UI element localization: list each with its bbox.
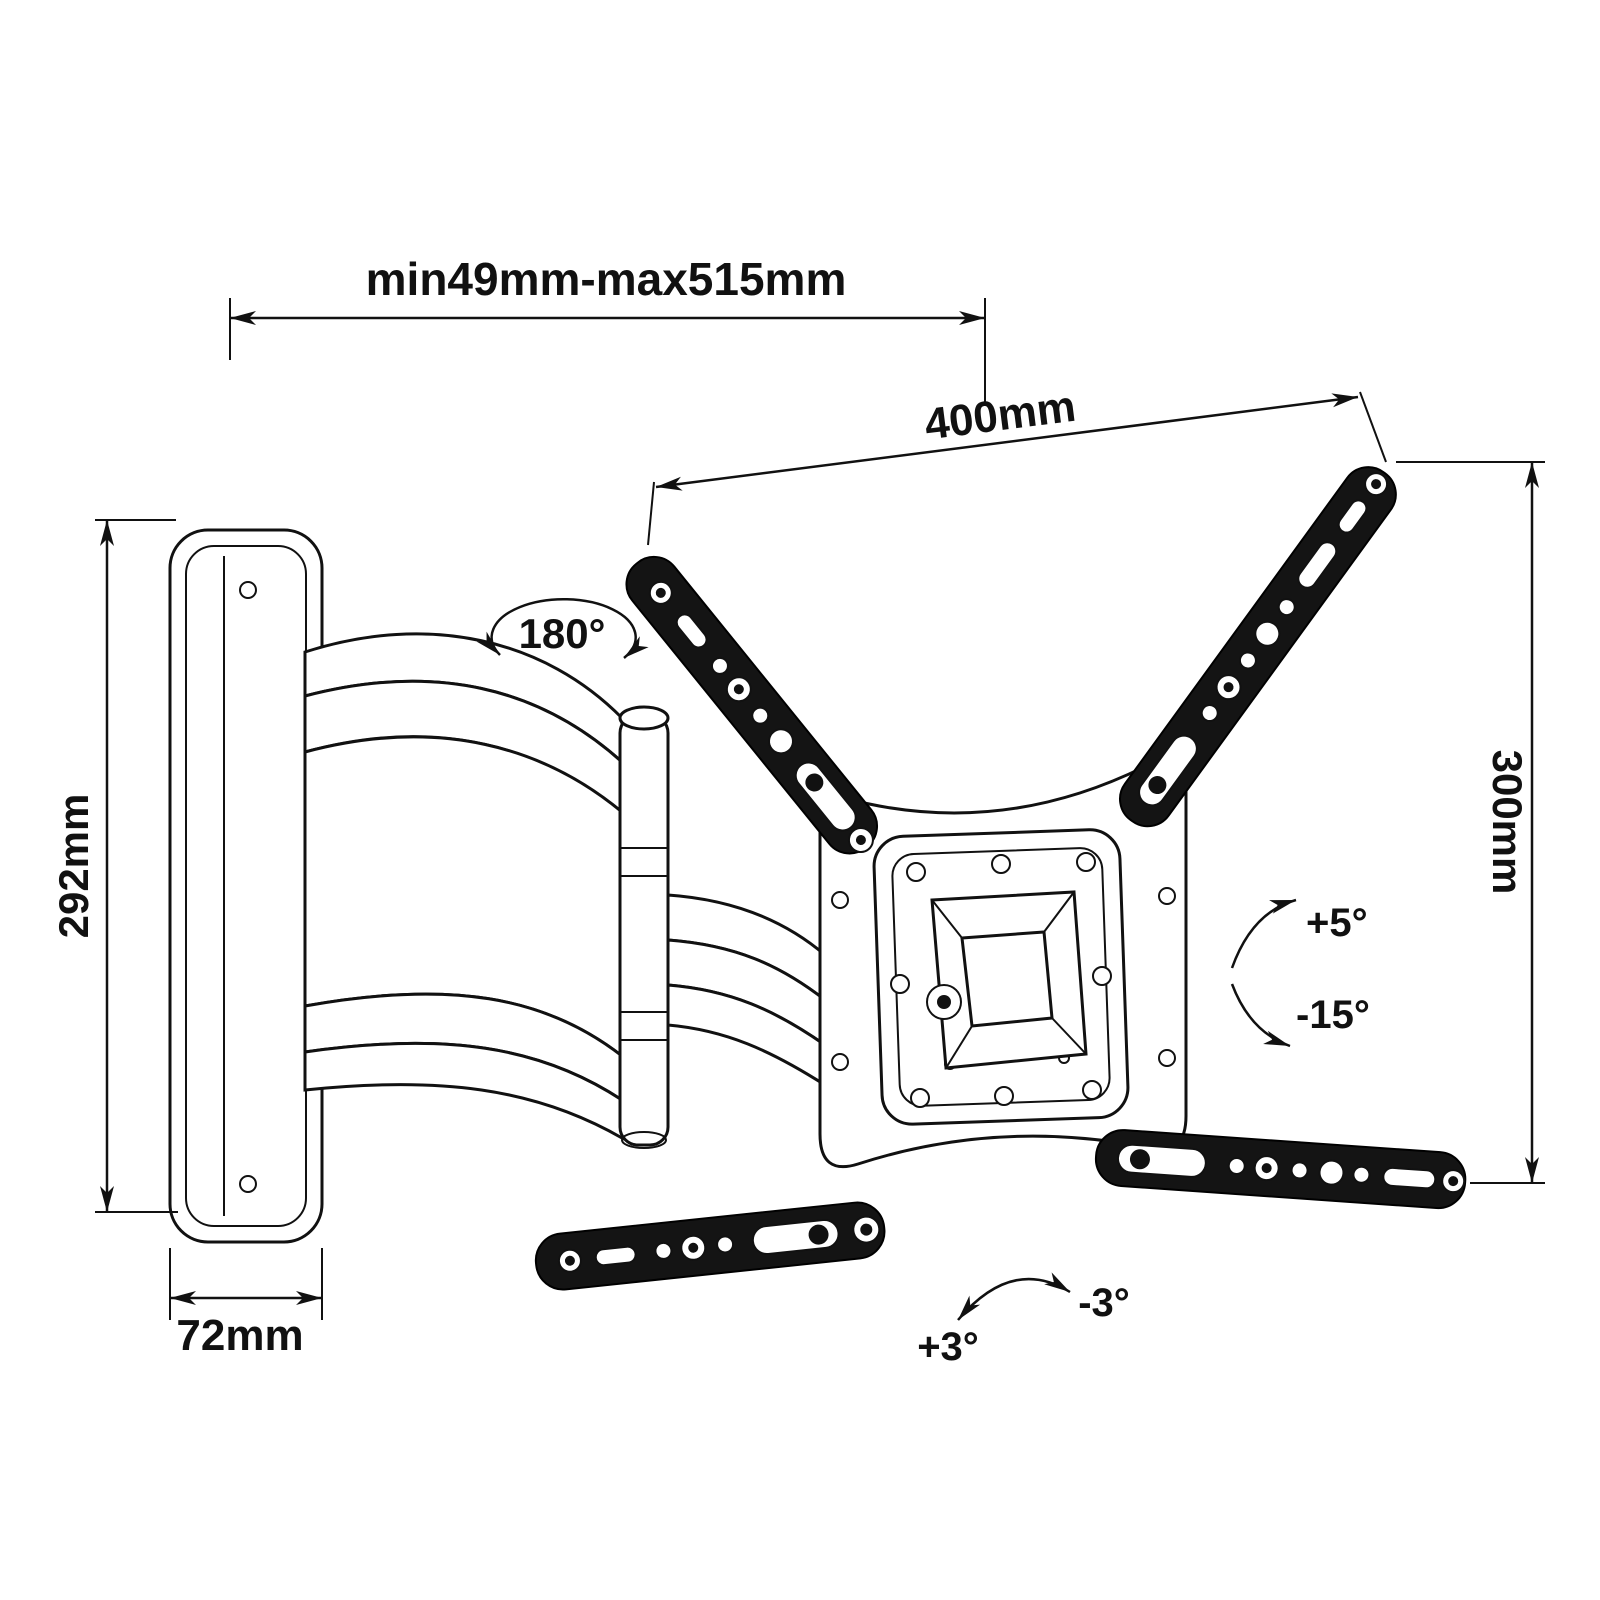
articulating-arm (303, 632, 624, 1141)
dim-vesa-width: 400mm (647, 382, 1387, 546)
vesa-plate (818, 759, 1188, 1169)
tilt-indicator: +5° -15° (1230, 898, 1370, 1048)
swivel-indicator: 180° (476, 598, 649, 659)
dim-wall-plate-height: 292mm (50, 519, 178, 1213)
roll-indicator: +3° -3° (917, 1272, 1130, 1369)
dim-wall-plate-depth: 72mm (169, 1248, 323, 1360)
wall-plate-depth-label: 72mm (176, 1311, 303, 1360)
mounting-arm-lower-left (534, 1201, 886, 1291)
vesa-height-label: 300mm (1484, 750, 1531, 895)
dim-vesa-height: 300mm (1396, 461, 1545, 1184)
hinge-column (618, 705, 670, 1149)
tilt-mechanism (926, 890, 1088, 1070)
arm-link (666, 893, 827, 1088)
mounting-arm-lower-right (1094, 1129, 1467, 1210)
vesa-width-label: 400mm (922, 382, 1079, 450)
mounting-arm-upper-right (1119, 466, 1397, 828)
tilt-up-label: +5° (1306, 901, 1368, 945)
roll-minus-label: -3° (1078, 1281, 1130, 1325)
arm-extension-label: min49mm-max515mm (366, 253, 847, 305)
tilt-down-label: -15° (1296, 993, 1370, 1037)
dim-arm-extension: min49mm-max515mm (229, 253, 986, 402)
swivel-label: 180° (519, 610, 606, 657)
wall-plate-height-label: 292mm (50, 794, 97, 939)
mounting-arm-upper-left (625, 555, 879, 855)
wall-plate (168, 528, 324, 1244)
roll-plus-label: +3° (917, 1325, 979, 1369)
